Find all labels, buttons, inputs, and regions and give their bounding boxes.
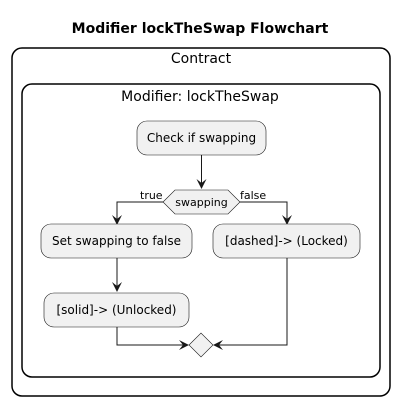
modifier-frame-label: Modifier: lockTheSwap [121, 89, 279, 105]
locked-label: [dashed]-> (Locked) [225, 234, 348, 248]
arrowhead-merge-right [213, 340, 223, 350]
edge-locked-to-merge [215, 258, 288, 346]
arrowhead-unlocked [112, 282, 122, 292]
edge-unlocked-to-merge [116, 327, 187, 346]
check-swapping-label: Check if swapping [147, 131, 256, 145]
arrowhead-true-action [112, 215, 122, 225]
arrowhead-merge-left [179, 340, 189, 350]
merge-diamond [188, 332, 214, 358]
arrowhead-decision [196, 179, 207, 189]
diagram-title: Modifier lockTheSwap Flowchart [72, 21, 329, 37]
modifier-frame [21, 83, 381, 378]
contract-frame-label: Contract [171, 51, 232, 67]
edge-true-branch [116, 201, 163, 223]
unlocked-label: [solid]-> (Unlocked) [57, 303, 177, 317]
true-branch-label: true [140, 189, 163, 202]
set-swapping-false-label: Set swapping to false [52, 234, 181, 248]
swapping-decision-label: swapping [175, 196, 227, 209]
contract-frame [11, 47, 391, 397]
edge-false-branch [240, 201, 288, 223]
false-branch-label: false [240, 189, 266, 202]
arrowhead-locked [282, 215, 292, 225]
